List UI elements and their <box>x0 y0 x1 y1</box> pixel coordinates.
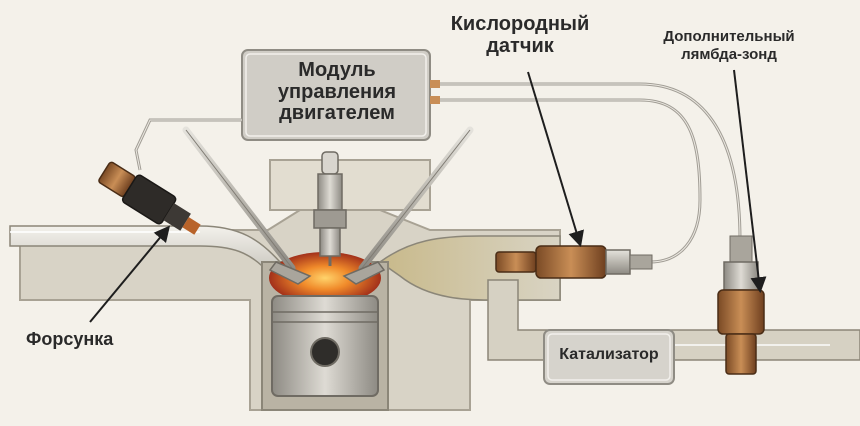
ecu-label: Модуль управления двигателем <box>246 60 428 125</box>
piston <box>272 296 378 396</box>
injector-label: Форсунка <box>26 330 166 349</box>
oxygen-sensor-label: Кислородный датчик <box>432 14 608 57</box>
extra-lambda-label: Дополнительный лямбда-зонд <box>636 28 822 63</box>
catalyst-label: Катализатор <box>548 346 670 363</box>
